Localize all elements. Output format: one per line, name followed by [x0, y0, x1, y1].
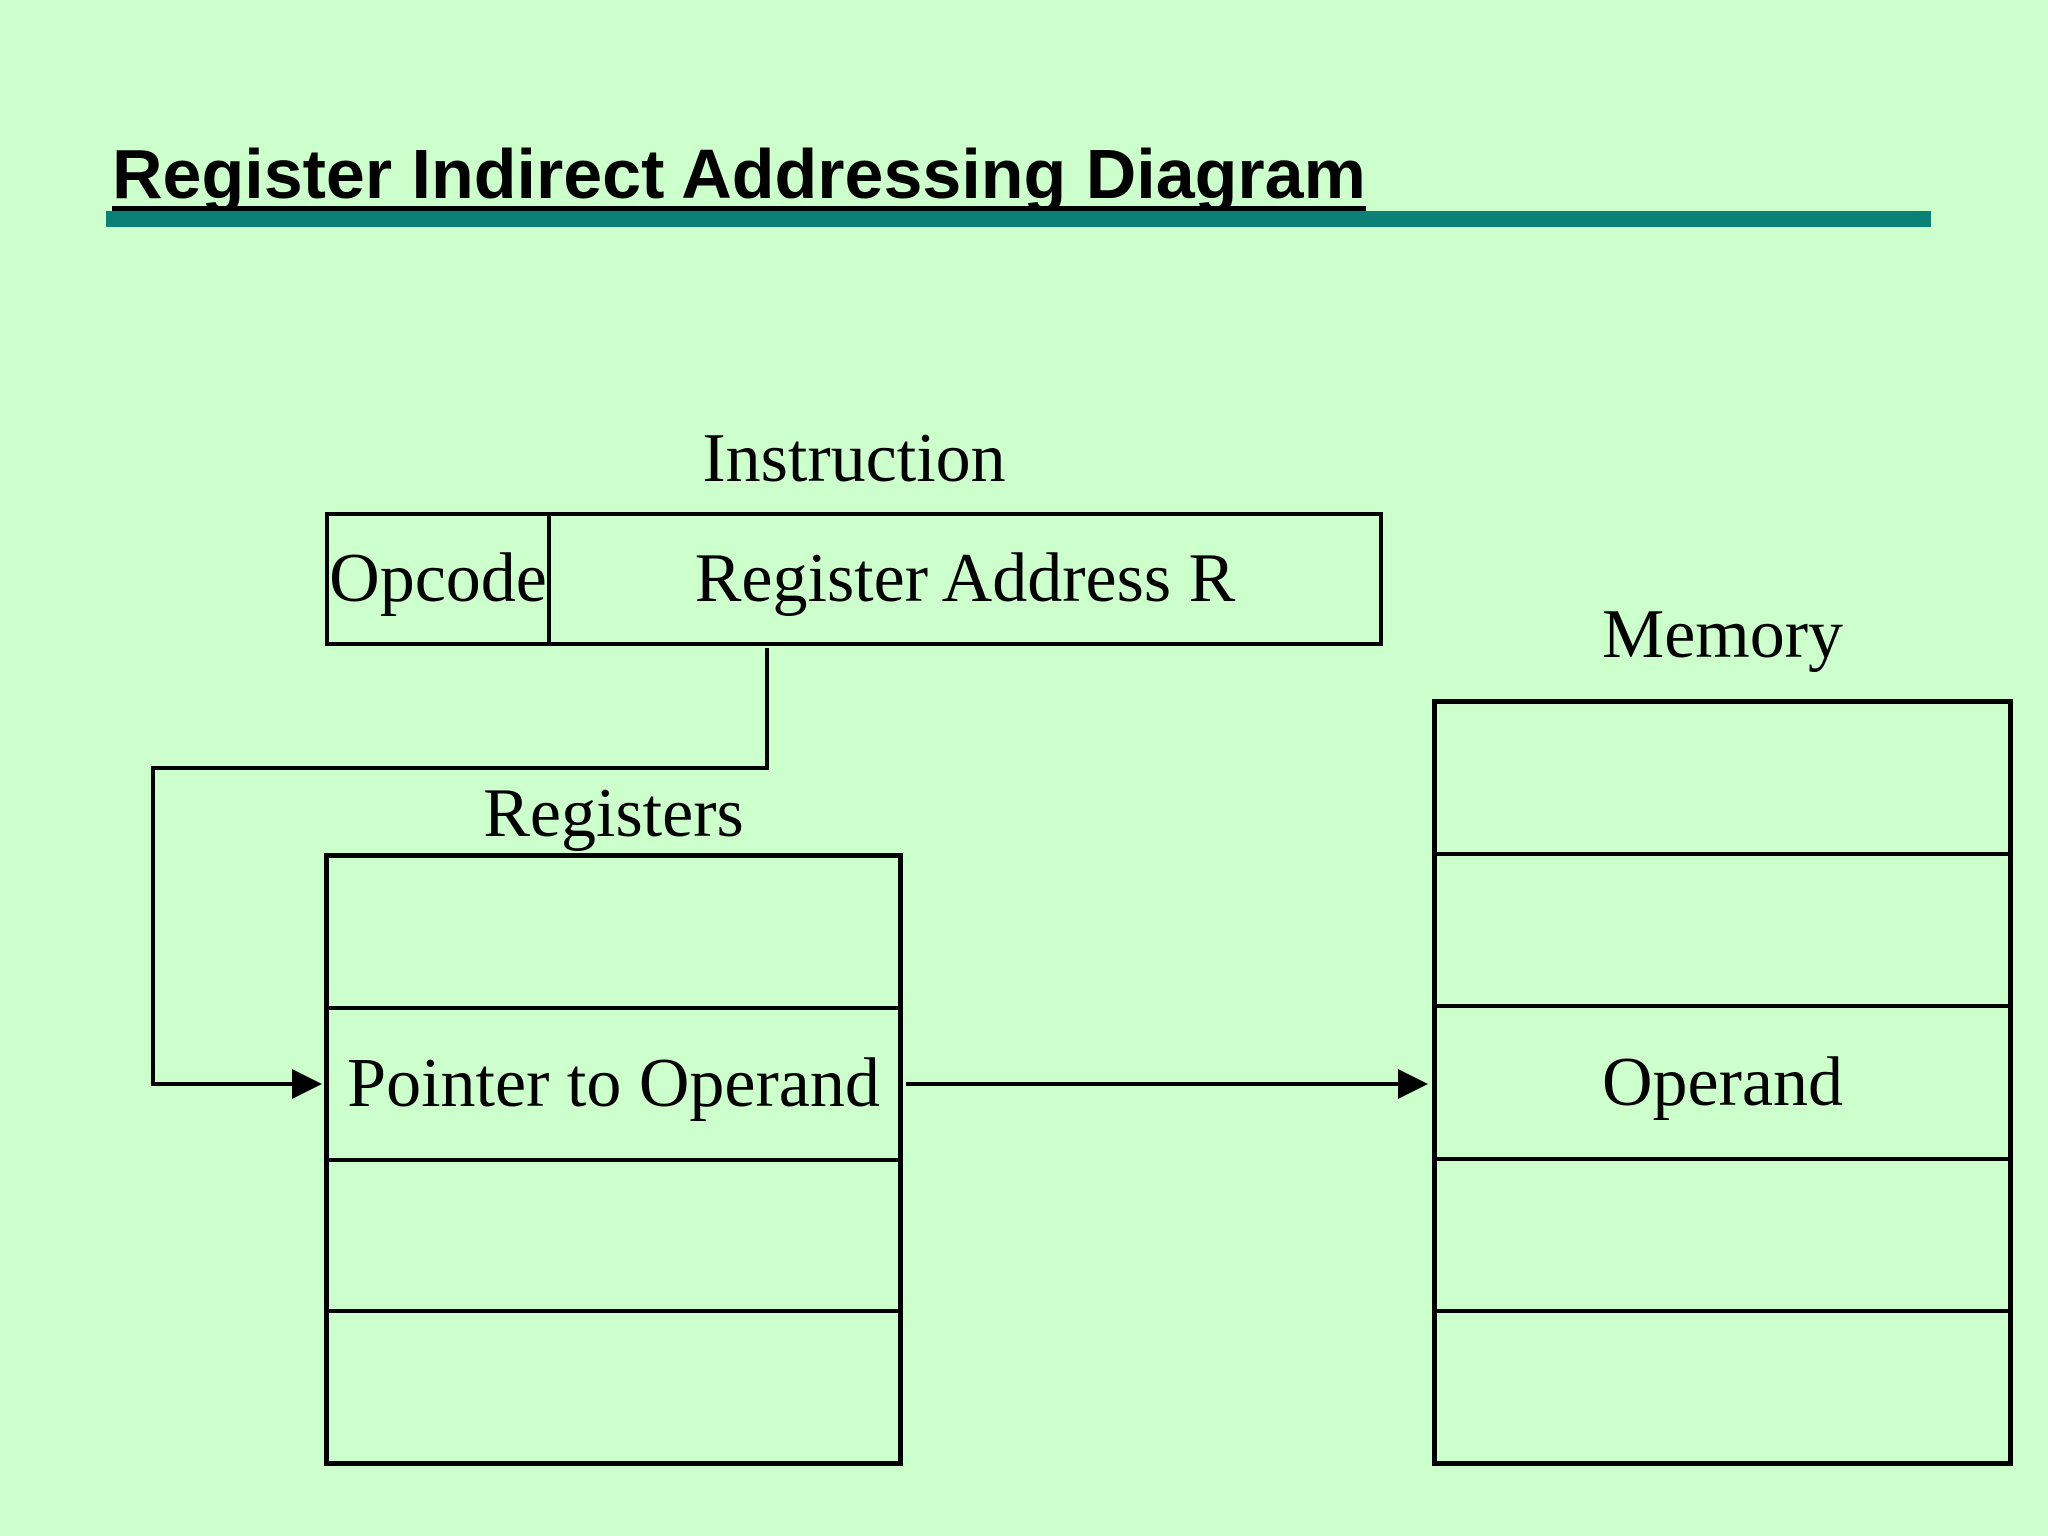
title-underline-bar	[106, 211, 1931, 227]
registers-table: Pointer to Operand	[324, 853, 903, 1466]
arrowhead-icon	[1398, 1069, 1428, 1099]
register-row	[329, 1309, 898, 1461]
pointer-to-operand-cell: Pointer to Operand	[329, 1005, 898, 1158]
memory-row	[1437, 852, 2008, 1004]
memory-row	[1437, 1308, 2008, 1461]
instruction-label: Instruction	[702, 420, 1006, 497]
registers-label: Registers	[483, 775, 744, 852]
opcode-cell: Opcode	[329, 516, 551, 642]
memory-table: Operand	[1432, 699, 2013, 1466]
memory-row	[1437, 704, 2008, 852]
page-title: Register Indirect Addressing Diagram	[112, 135, 1366, 213]
memory-row	[1437, 1156, 2008, 1309]
register-row	[329, 1157, 898, 1310]
register-row	[329, 858, 898, 1006]
memory-label: Memory	[1601, 596, 1844, 673]
arrowhead-icon	[292, 1069, 322, 1099]
operand-cell: Operand	[1437, 1004, 2008, 1156]
instruction-box: Opcode Register Address R	[325, 512, 1383, 646]
register-address-cell: Register Address R	[694, 540, 1236, 617]
